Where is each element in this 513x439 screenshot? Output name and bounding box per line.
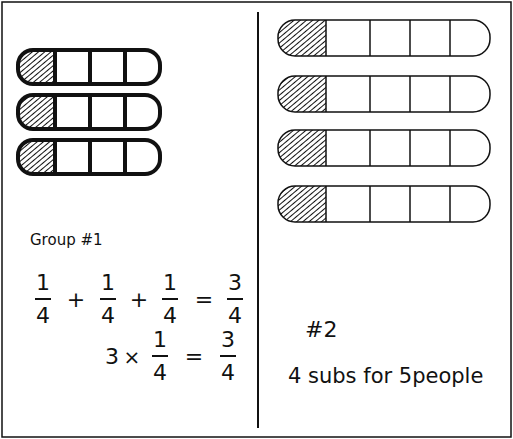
numerator: 3 xyxy=(221,329,235,351)
operator: = xyxy=(185,346,203,368)
numerator: 1 xyxy=(163,272,177,294)
problem-number: #2 xyxy=(305,319,337,341)
denominator: 4 xyxy=(221,362,235,384)
denominator: 4 xyxy=(228,305,242,327)
numerator: 1 xyxy=(36,272,50,294)
operator: × xyxy=(124,347,141,367)
denominator: 4 xyxy=(153,362,167,384)
denominator: 4 xyxy=(163,305,177,327)
denominator: 4 xyxy=(101,305,115,327)
sub-fifths xyxy=(278,20,490,222)
factor: 3 xyxy=(105,346,119,368)
sub-fourths xyxy=(18,50,160,174)
problem-note: 4 subs for 5people xyxy=(288,366,483,387)
numerator: 1 xyxy=(153,329,167,351)
operator: = xyxy=(195,289,213,311)
numerator: 1 xyxy=(101,272,115,294)
divider-line xyxy=(257,12,259,428)
denominator: 4 xyxy=(36,305,50,327)
operator: + xyxy=(130,289,148,311)
operator: + xyxy=(67,289,85,311)
group-label: Group #1 xyxy=(30,233,103,248)
numerator: 3 xyxy=(228,272,242,294)
